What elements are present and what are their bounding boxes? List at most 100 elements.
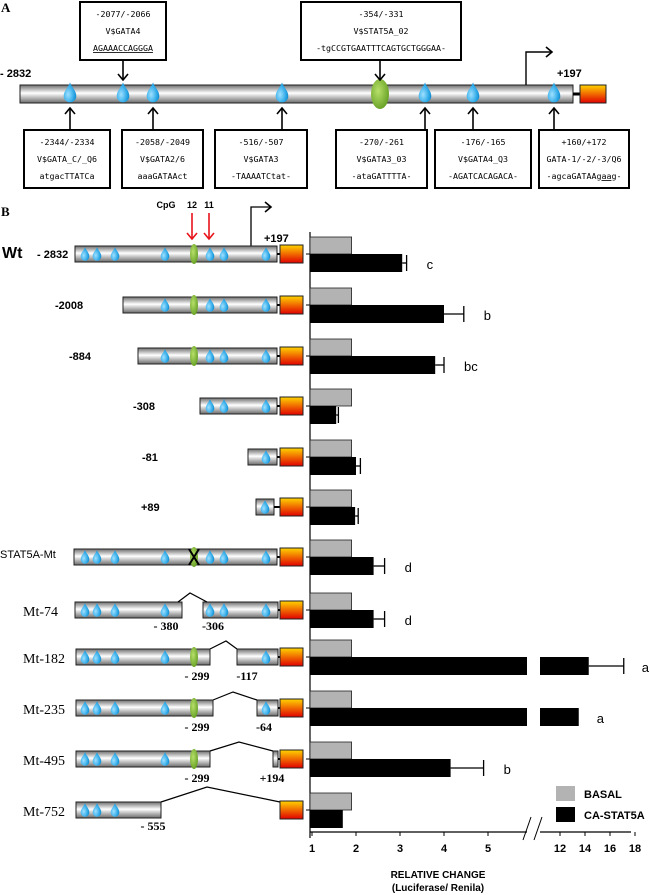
luciferase-reporter (279, 295, 304, 315)
gata-site-icon (92, 603, 102, 617)
bar-ca-stat5a-upper (540, 657, 589, 675)
construct-row: -81 (142, 439, 362, 475)
bar-basal (309, 388, 352, 407)
x-tick-label: 4 (441, 843, 448, 855)
sequence-part: -tgCCGTGAATTTCAGTGCTGGGAA- (316, 43, 446, 53)
promoter-bar (19, 84, 574, 104)
bar-basal (309, 287, 352, 306)
arrow-down-icon (117, 73, 129, 82)
axis-break-icon (533, 816, 543, 841)
promoter-segment (122, 296, 278, 314)
tfbs-matrix-name: V$GATA4_Q3 (458, 154, 508, 164)
significance-letter: b (484, 308, 491, 323)
deletion-boundary-label: - 380 (154, 619, 179, 633)
gata-site-icon (160, 752, 170, 766)
x-axis-title: RELATIVE CHANGE (391, 870, 486, 881)
construct-end-label: +197 (264, 233, 289, 245)
gata-site-icon (110, 247, 120, 261)
bar-basal (309, 489, 352, 508)
gata-site-icon (160, 550, 170, 564)
construct-name: Mt-182 (23, 652, 65, 667)
stat5-site-icon (190, 749, 198, 769)
gata-site-icon (92, 803, 102, 817)
cpg-site-number: 12 (187, 200, 197, 210)
bar-ca-stat5a (310, 657, 527, 675)
tss-arrow-head-icon (264, 201, 273, 213)
gata-site-icon (219, 298, 229, 312)
construct-name: STAT5A-Mt (0, 549, 56, 561)
construct-start-label: -884 (69, 351, 92, 363)
luciferase-reporter (279, 497, 304, 517)
deletion-boundary-label: +194 (260, 771, 285, 785)
gata-site-icon (110, 701, 120, 715)
construct-start-label: - 2832 (37, 249, 68, 261)
significance-letter: bc (464, 359, 478, 374)
gata-site-icon (466, 82, 480, 103)
promoter-segment (75, 750, 211, 768)
stat5-site-icon (371, 79, 389, 109)
stat5-site-icon (190, 346, 198, 366)
luciferase-reporter (279, 346, 304, 366)
promoter-end-label: +197 (557, 68, 582, 80)
arrow-up-icon (548, 106, 560, 115)
significance-letter: b (504, 762, 511, 777)
deletion-boundary-label: - 299 (185, 771, 210, 785)
luciferase-reporter (279, 447, 304, 467)
x-tick-label: 3 (397, 843, 403, 855)
significance-letter: d (405, 613, 412, 628)
luciferase-reporter (279, 547, 304, 567)
gata-site-icon (63, 82, 77, 103)
bar-basal (309, 690, 352, 709)
gata-site-icon (261, 550, 271, 564)
gata-site-icon (116, 82, 130, 103)
gata-site-icon (205, 399, 215, 413)
tfbs-position: -516/-507 (239, 137, 284, 147)
gata-site-icon (80, 550, 90, 564)
tfbs-matrix-name: V$STAT5A_02 (354, 26, 409, 36)
tfbs-box-frame (23, 129, 111, 189)
deletion-boundary-label: -117 (236, 669, 257, 683)
gata-site-icon (205, 298, 215, 312)
bar-ca-stat5a (310, 759, 451, 777)
bar-basal (309, 539, 352, 558)
tfbs-sequence: -AGATCACAGACA- (448, 171, 518, 181)
sequence-part: -AGATCACAGACA- (448, 171, 518, 181)
x-tick-label: 12 (554, 843, 566, 855)
mutation-x-icon (188, 548, 200, 566)
gata-site-icon (261, 349, 271, 363)
luciferase-reporter (279, 396, 304, 416)
tss-arrow-icon (525, 51, 552, 85)
luciferase-reporter (279, 698, 304, 718)
sequence-part: AGAAACCAGGGA (93, 43, 153, 53)
gata-site-icon (275, 82, 289, 103)
deletion-boundary-label: - 555 (141, 819, 166, 833)
gata-site-icon (219, 349, 229, 363)
gata-site-icon (80, 701, 90, 715)
gata-site-icon (205, 603, 215, 617)
deletion-line (212, 691, 258, 701)
promoter-segment (236, 648, 279, 666)
deletion-boundary-label: -306 (202, 619, 224, 633)
gata-site-icon (80, 603, 90, 617)
panel-b-label: B (1, 204, 10, 219)
gata-site-icon (92, 752, 102, 766)
gata-site-icon (160, 650, 170, 664)
significance-letter: c (427, 257, 434, 272)
gata-site-icon (160, 603, 170, 617)
x-tick-label: 1 (309, 843, 315, 855)
construct-row: -884 bc (69, 338, 478, 374)
legend-label-basal: BASAL (584, 789, 622, 801)
construct-row: Mt-235- 299-64a (23, 690, 605, 734)
gata-site-icon (160, 298, 170, 312)
deletion-line (209, 640, 238, 650)
gata-site-icon (92, 550, 102, 564)
bar-ca-stat5a (310, 810, 343, 828)
sequence-part: -TAAAATCtat- (231, 171, 291, 181)
bar-basal (309, 741, 352, 760)
